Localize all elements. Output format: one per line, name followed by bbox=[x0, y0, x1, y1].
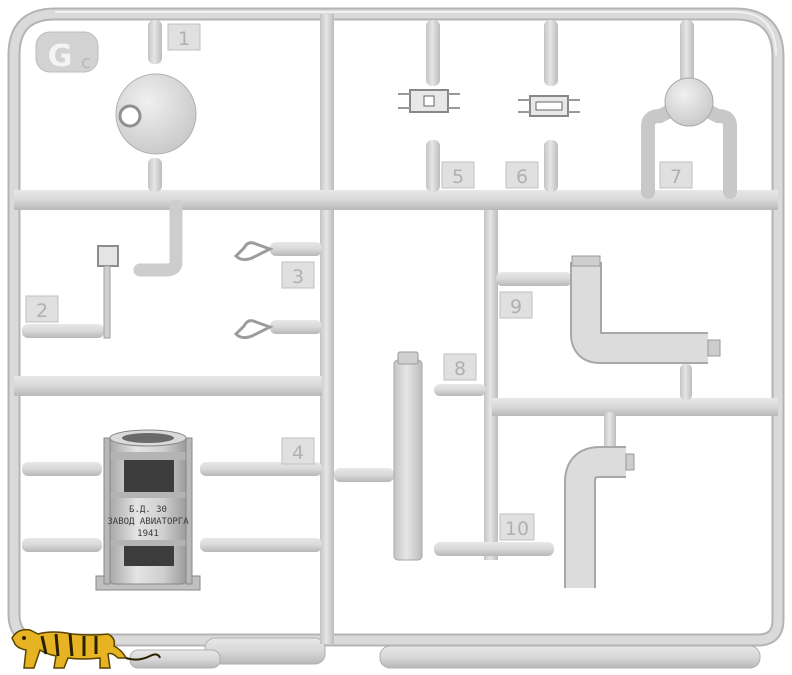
tiger-logo-icon bbox=[11, 628, 161, 669]
part-3-clips bbox=[233, 241, 274, 340]
drum-marking-line2: ЗАВОД АВИАТОРГА bbox=[107, 517, 189, 527]
part-number-2: 2 bbox=[36, 300, 48, 322]
part-number-8: 8 bbox=[454, 358, 466, 380]
drum-marking-line1: Б.Д. 30 bbox=[129, 505, 167, 515]
part-1-disc bbox=[115, 73, 197, 155]
part-number-4: 4 bbox=[292, 442, 304, 464]
part-number-10: 10 bbox=[505, 518, 529, 540]
drum-marking-line3: 1941 bbox=[137, 529, 159, 539]
sprue-frame bbox=[7, 7, 785, 669]
part-6-bracket bbox=[518, 95, 580, 117]
part-number-9: 9 bbox=[510, 296, 522, 318]
sprue-runners bbox=[14, 14, 778, 644]
sprue-letter: G bbox=[48, 39, 73, 74]
part-number-3: 3 bbox=[292, 266, 304, 288]
part-9-pipe bbox=[570, 255, 721, 364]
part-number-5: 5 bbox=[452, 166, 464, 188]
part-number-1: 1 bbox=[178, 28, 190, 50]
part-5-bracket bbox=[398, 89, 460, 113]
part-number-6: 6 bbox=[516, 166, 528, 188]
sprue-id-tag: G c bbox=[35, 31, 99, 74]
part-7-dome bbox=[664, 77, 714, 127]
part-number-7: 7 bbox=[670, 166, 682, 188]
sprue-suffix: c bbox=[81, 52, 91, 73]
part-10-pipe bbox=[564, 446, 635, 588]
part-2-stand bbox=[97, 245, 119, 339]
part-number-tags: 1 2 3 4 5 6 7 8 9 10 bbox=[25, 23, 693, 541]
part-8-tube bbox=[393, 351, 423, 561]
part-4-drum: Б.Д. 30 ЗАВОД АВИАТОРГА 1941 bbox=[95, 429, 201, 591]
